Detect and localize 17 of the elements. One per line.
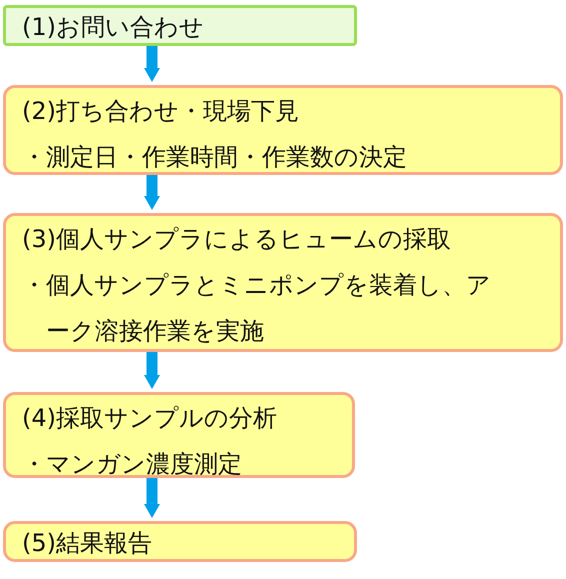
step-title: (2)打ち合わせ・現場下見 (22, 96, 300, 127)
arrow (144, 46, 160, 82)
arrow (144, 175, 160, 210)
step-title: (1)お問い合わせ (22, 12, 205, 43)
step-title: (4)採取サンプルの分析 (22, 403, 278, 434)
step-box (3, 213, 563, 352)
step-box (3, 521, 357, 562)
step-title: (3)個人サンプラによるヒュームの採取 (22, 224, 452, 255)
arrow (144, 352, 160, 389)
step-box (3, 5, 357, 46)
step-box (3, 392, 355, 478)
step-title: (5)結果報告 (22, 528, 153, 559)
step-detail: ・個人サンプラとミニポンプを装着し、アーク溶接作業を実施 (22, 270, 492, 347)
step-detail: ・測定日・作業時間・作業数の決定 (22, 142, 408, 173)
arrow (144, 478, 160, 518)
step-box (3, 85, 563, 175)
step-detail: ・マンガン濃度測定 (22, 449, 243, 480)
